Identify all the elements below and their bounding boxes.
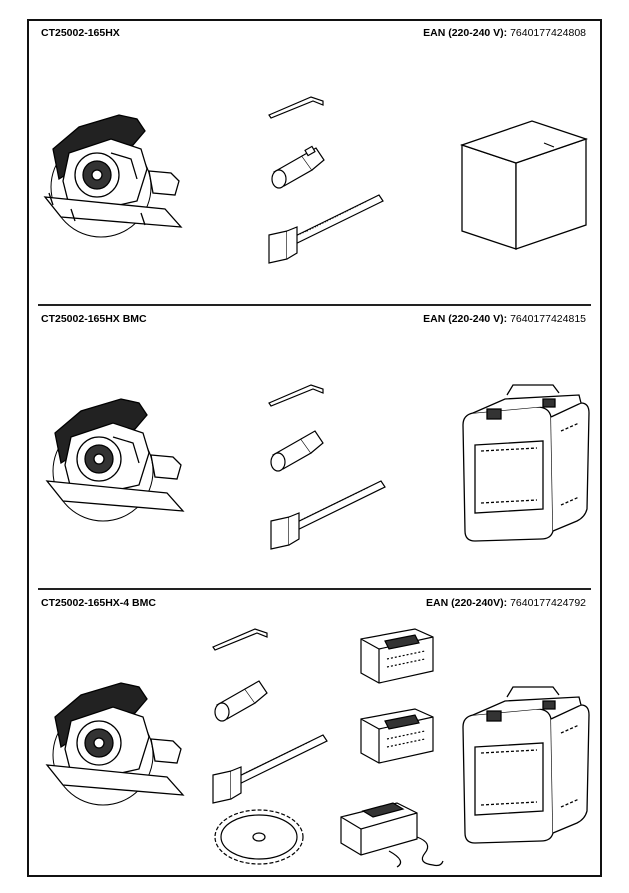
ean-number: 7640177424815 — [510, 313, 586, 325]
package-section-1: CT25002-165HX EAN (220-240 V): 764017742… — [29, 21, 600, 304]
carrying-case-illustration — [457, 687, 592, 847]
model-number: CT25002-165HX BMC — [41, 313, 147, 325]
model-number: CT25002-165HX — [41, 27, 120, 39]
package-section-3: CT25002-165HX-4 BMC EAN (220-240V): 7640… — [29, 591, 600, 877]
ean-line: EAN (220-240 V): 7640177424815 — [423, 313, 586, 325]
ean-line: EAN (220-240V): 7640177424792 — [426, 597, 586, 609]
ean-number: 7640177424808 — [510, 27, 586, 39]
hex-key-illustration — [267, 91, 327, 119]
ean-label: EAN (220-240 V): — [423, 313, 508, 325]
parallel-guide-illustration — [267, 191, 387, 263]
saw-blade-illustration — [213, 808, 305, 866]
hex-key-illustration — [267, 379, 327, 407]
circular-saw-illustration — [43, 393, 193, 525]
carrying-case-illustration — [457, 385, 592, 545]
document-frame: CT25002-165HX EAN (220-240 V): 764017742… — [27, 19, 602, 877]
cardboard-box-illustration — [458, 103, 588, 253]
dust-adapter-illustration — [266, 146, 326, 191]
parallel-guide-illustration — [211, 731, 331, 803]
circular-saw-illustration — [41, 109, 191, 241]
dust-adapter-illustration — [209, 679, 269, 724]
ean-label: EAN (220-240V): — [426, 597, 508, 609]
ean-line: EAN (220-240 V): 7640177424808 — [423, 27, 586, 39]
ean-number: 7640177424792 — [510, 597, 586, 609]
section-divider — [38, 304, 591, 306]
battery-charger-illustration — [337, 787, 447, 869]
model-number: CT25002-165HX-4 BMC — [41, 597, 156, 609]
hex-key-illustration — [211, 623, 271, 651]
section-divider — [38, 588, 591, 590]
package-section-2: CT25002-165HX BMC EAN (220-240 V): 76401… — [29, 307, 600, 589]
circular-saw-illustration — [43, 677, 193, 809]
parallel-guide-illustration — [269, 477, 389, 549]
ean-label: EAN (220-240 V): — [423, 27, 508, 39]
battery-illustration — [359, 625, 439, 687]
battery-illustration — [359, 705, 439, 767]
dust-adapter-illustration — [265, 429, 325, 474]
